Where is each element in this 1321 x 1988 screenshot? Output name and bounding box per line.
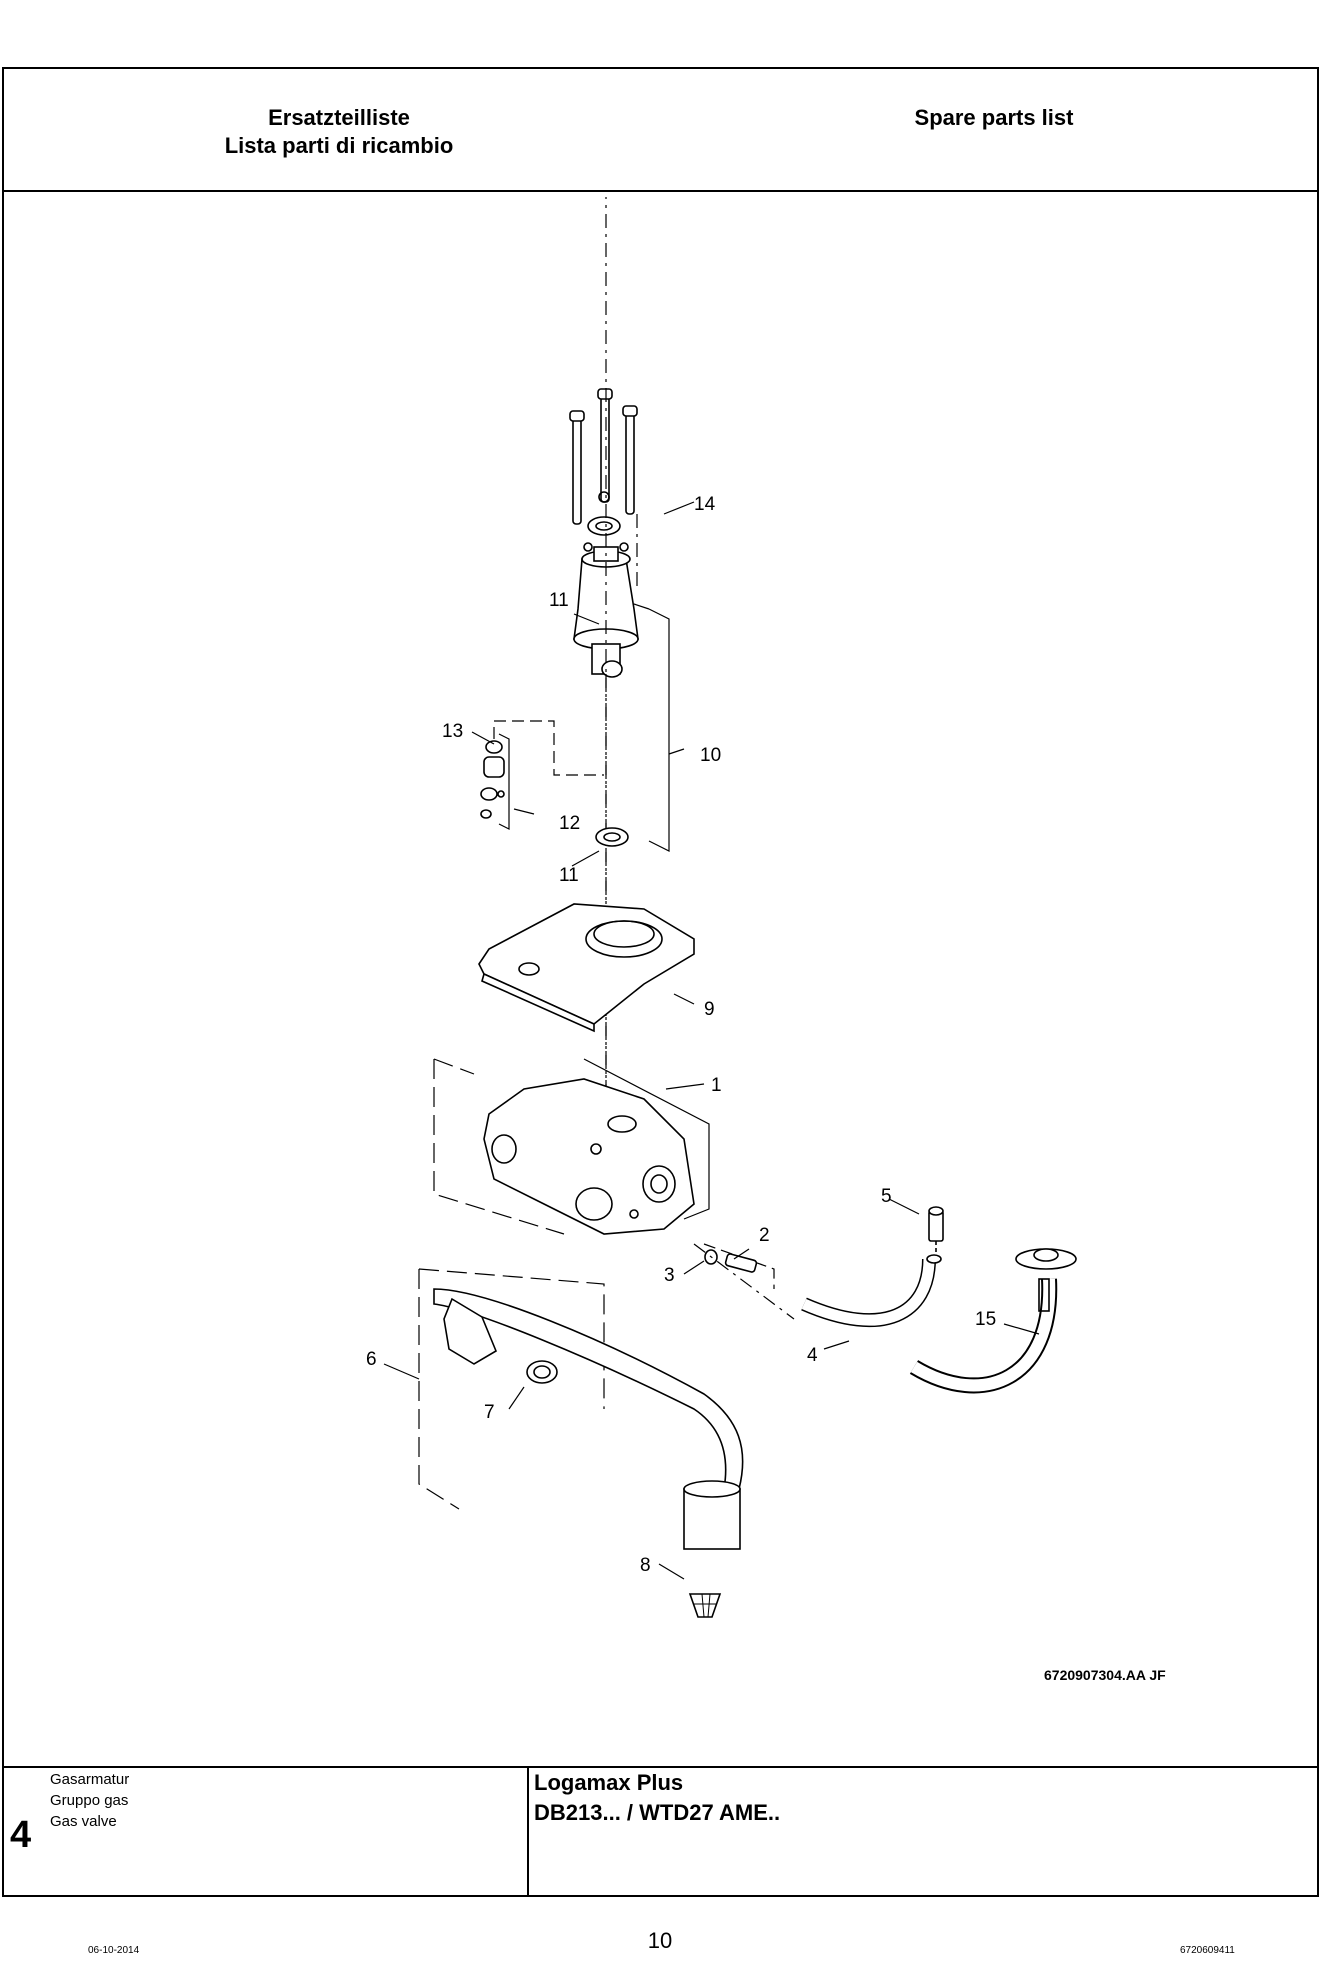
washer-part-11-top <box>587 516 621 536</box>
nipple-part-5 <box>928 1206 944 1254</box>
product-line-1: Logamax Plus <box>534 1770 684 1795</box>
filter-part-8 <box>688 1593 722 1618</box>
fitting-parts-2-3 <box>693 1243 795 1320</box>
callout-8: 8 <box>640 1555 651 1576</box>
callout-3: 3 <box>664 1265 675 1286</box>
callout-14: 14 <box>694 494 716 515</box>
title-italian: Lista parti di ricambio <box>224 133 454 158</box>
callout-11-bottom: 11 <box>559 865 579 886</box>
gas-pipe-part-6 <box>418 1268 744 1550</box>
callout-2: 2 <box>759 1225 770 1246</box>
callout-1: 1 <box>711 1075 722 1096</box>
title-german: Ersatzteilliste <box>268 105 410 130</box>
callout-15: 15 <box>975 1309 996 1330</box>
callout-leaders <box>383 501 1040 1580</box>
section-name-english: Gas valve <box>50 1813 117 1830</box>
footer-doc-number: 6720609411 <box>1180 1945 1235 1956</box>
footer-date: 06-10-2014 <box>88 1945 140 1956</box>
cover-plate-part-9 <box>478 903 695 1033</box>
callout-6: 6 <box>366 1349 377 1370</box>
drawing-code: 6720907304.AA JF <box>1044 1667 1166 1683</box>
exploded-view-drawing: 1 2 3 4 5 6 7 8 9 10 11 11 12 13 14 15 <box>366 197 1077 1618</box>
callout-10: 10 <box>700 745 721 766</box>
page-number: 10 <box>647 1928 673 1953</box>
section-name-italian: Gruppo gas <box>50 1792 129 1809</box>
tube-part-15 <box>909 1248 1077 1394</box>
screws-part-14 <box>569 388 638 525</box>
callout-5: 5 <box>881 1186 892 1207</box>
section-name-german: Gasarmatur <box>50 1771 130 1788</box>
callout-7: 7 <box>484 1402 495 1423</box>
gas-valve-part-1 <box>433 1058 710 1235</box>
footer-divider <box>4 1766 1317 1768</box>
washer-part-11-bottom <box>595 827 629 847</box>
page-frame: Ersatzteilliste Lista parti di ricambio … <box>2 67 1319 1897</box>
product-line-2: DB213... / WTD27 AME.. <box>534 1800 781 1825</box>
small-parts-12-13 <box>480 720 604 830</box>
callout-numbers: 1 2 3 4 5 6 7 8 9 10 11 11 12 13 14 15 <box>366 494 996 1576</box>
callout-9: 9 <box>704 999 715 1020</box>
title-english: Spare parts list <box>914 105 1074 130</box>
header-divider <box>4 190 1317 192</box>
callout-11-top: 11 <box>549 590 569 611</box>
footer-column-divider <box>527 1766 529 1897</box>
callout-12: 12 <box>559 813 580 834</box>
callout-4: 4 <box>807 1345 818 1366</box>
callout-13: 13 <box>442 721 463 742</box>
section-number: 4 <box>10 1814 32 1856</box>
header-title-left: Ersatzteilliste Lista parti di ricambio <box>174 104 504 160</box>
